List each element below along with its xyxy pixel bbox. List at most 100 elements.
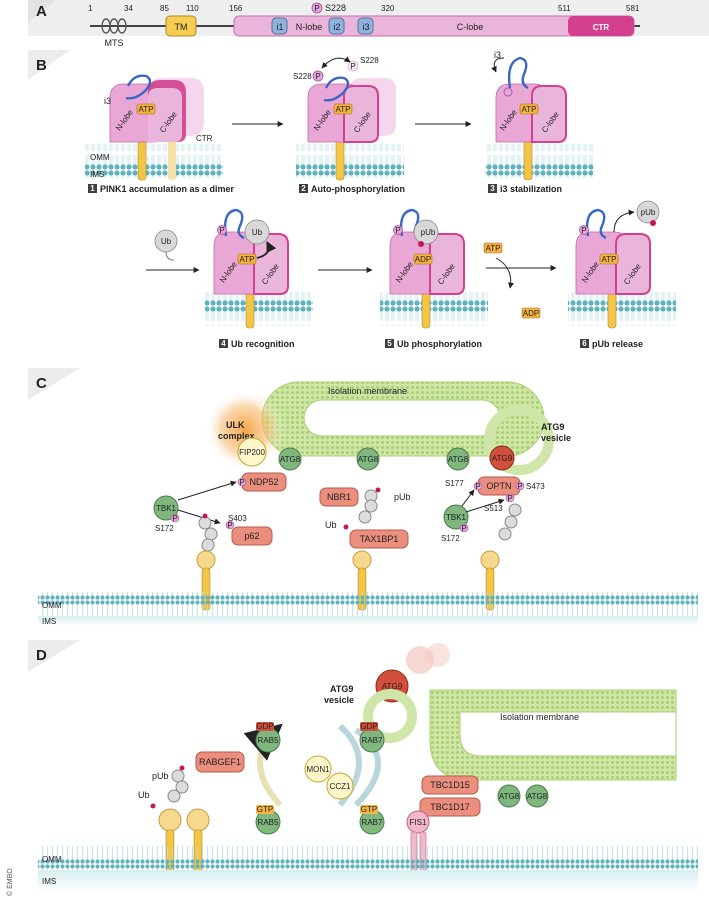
ub-label-c: Ub xyxy=(325,520,337,530)
rab5-gdp: GDP RAB5 xyxy=(255,722,281,753)
omm-membrane-6 xyxy=(568,292,676,326)
gdp-label-rab5: GDP xyxy=(256,722,273,731)
ccz1-label: CCZ1 xyxy=(330,782,351,791)
step-1-number: 1 xyxy=(90,184,95,193)
tbc1d17-protein xyxy=(419,797,481,817)
pink1-kinase-6: P ATP N-lobe C-lobe pUb xyxy=(575,200,660,329)
pink1-kinase-5: P pUb ADP N-lobe C-lobe xyxy=(389,208,465,329)
tbc1d15-protein xyxy=(421,775,479,795)
pink1-kinase-4: P Ub ATP N-lobe C-lobe xyxy=(213,208,289,329)
tick-581: 581 xyxy=(626,4,640,13)
mts-label: MTS xyxy=(105,38,124,48)
ulk-complex-label: complex xyxy=(218,431,255,441)
tbk1-left xyxy=(153,495,179,521)
gtp-label-rab5: GTP xyxy=(257,805,273,814)
s177-label: S177 xyxy=(445,479,464,488)
isolation-membrane-label-d: Isolation membrane xyxy=(500,712,579,722)
atg8-c3: ATG8 xyxy=(448,455,469,464)
clobe-domain-label: C-lobe xyxy=(457,22,484,32)
copyright-credit: © EMBO xyxy=(6,868,14,896)
atg9-vesicle-label-d2: vesicle xyxy=(324,695,354,705)
tick-1: 1 xyxy=(88,4,93,13)
omm-membrane-2 xyxy=(296,144,404,178)
atg9-vesicle-label-d1: ATG9 xyxy=(330,684,353,694)
rab7-gdp: GDP RAB7 xyxy=(359,722,385,753)
tick-511: 511 xyxy=(558,4,571,13)
omm-membrane-d xyxy=(38,846,698,870)
phospho-icon-s228-a xyxy=(312,70,324,82)
ub-label-4: Ub xyxy=(252,228,263,237)
s473-label: S473 xyxy=(526,482,545,491)
panel-c-label: C xyxy=(36,375,47,392)
panel-a-label: A xyxy=(36,3,47,20)
pink1-kinase-3: ATP N-lobe C-lobe i3 xyxy=(491,50,567,181)
panel-b: B OMM IMS ATP N-lobe C-lobe i3 CTR 1 PIN… xyxy=(28,50,709,362)
step-5-number: 5 xyxy=(387,339,392,348)
p-label-c7: P xyxy=(461,524,466,533)
pink1-kinase-1: ATP N-lobe C-lobe i3 CTR xyxy=(104,74,213,181)
s228-site-label: S228 xyxy=(325,3,346,13)
step-3-number: 3 xyxy=(490,184,495,193)
p-label-c6: P xyxy=(507,494,512,503)
ndp52-label: NDP52 xyxy=(249,477,278,487)
tick-34: 34 xyxy=(124,4,133,13)
step-2-caption: Auto-phosphorylation xyxy=(311,184,405,194)
panel-b-label: B xyxy=(36,57,47,74)
step-5-caption: Ub phosphorylation xyxy=(397,339,482,349)
rabgef1-label: RABGEF1 xyxy=(199,757,241,767)
s513-label: S513 xyxy=(484,504,503,513)
p-label-c1: P xyxy=(239,478,244,487)
atg9-vesicle-c xyxy=(484,405,554,475)
atg9-label-d: ATG9 xyxy=(382,682,403,691)
ub-chain-left xyxy=(196,513,218,611)
i3-label: i3 xyxy=(362,22,369,32)
step-6-number: 6 xyxy=(582,339,587,348)
atg9-vesicle-label-c1: ATG9 xyxy=(541,422,564,432)
tbk1-label-left: TBK1 xyxy=(156,504,177,513)
s172-label-left: S172 xyxy=(155,524,174,533)
panel-d-label: D xyxy=(36,647,47,664)
ub-label-d: Ub xyxy=(138,790,150,800)
p-label-c3: P xyxy=(227,521,232,530)
rab5-label-top: RAB5 xyxy=(258,736,279,745)
rab5-gtp: GTP RAB5 xyxy=(255,805,281,835)
s172-label-right: S172 xyxy=(441,534,460,543)
s228-label-2b: S228 xyxy=(360,56,379,65)
omm-membrane-3 xyxy=(485,144,593,178)
omm-membrane-5 xyxy=(380,292,488,326)
atp-free-label: ATP xyxy=(486,244,501,253)
pub-label-d: pUb xyxy=(152,771,169,781)
p-label-2b: P xyxy=(350,62,355,71)
fis1-protein xyxy=(406,810,430,834)
residue-ticks: 1 34 85 110 156 320 511 581 xyxy=(88,4,640,13)
atg8-d2: ATG8 xyxy=(527,792,548,801)
ims-label-d: IMS xyxy=(42,877,56,886)
fip200-label: FIP200 xyxy=(239,448,265,457)
tbk1-right xyxy=(443,504,469,530)
pub-label-6: pUb xyxy=(641,208,656,217)
atg8-c1: ATG8 xyxy=(280,455,301,464)
atg8-c2: ATG8 xyxy=(358,455,379,464)
adp-free-label: ADP xyxy=(523,309,539,318)
p-label-c4: P xyxy=(475,482,480,491)
panel-a: A MTS TM i1 N-lobe i2 i3 C-lobe CTR P S2… xyxy=(28,0,709,48)
p-label-2a: P xyxy=(315,72,320,81)
omm-label-c: OMM xyxy=(42,601,62,610)
tm-label: TM xyxy=(175,22,188,32)
omm-label-b: OMM xyxy=(90,153,110,162)
step-2-number: 2 xyxy=(301,184,306,193)
tick-110: 110 xyxy=(186,4,199,13)
ubiquitin-free: Ub xyxy=(154,229,178,261)
rabgef1-protein xyxy=(195,751,245,773)
omm-membrane-1 xyxy=(85,144,223,178)
p62-label: p62 xyxy=(244,531,259,541)
omm-membrane-c xyxy=(38,592,698,616)
i2-label: i2 xyxy=(333,22,340,32)
tbc1d17-label: TBC1D17 xyxy=(430,802,470,812)
optn-label: OPTN xyxy=(486,481,511,491)
s403-label: S403 xyxy=(228,514,247,523)
step-4-caption: Ub recognition xyxy=(231,339,295,349)
tbc1d15-label: TBC1D15 xyxy=(430,780,470,790)
step-4-number: 4 xyxy=(221,339,226,348)
